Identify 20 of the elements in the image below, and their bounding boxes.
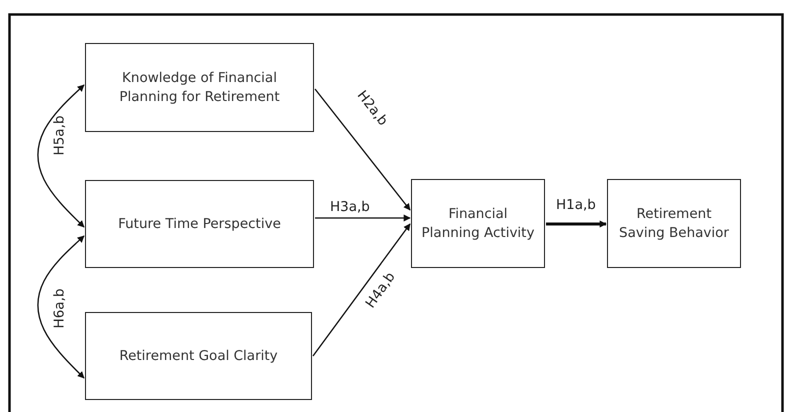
arrow [315,214,411,222]
construct-box [85,180,314,268]
construct-label: Retirement Saving Behavior [618,204,730,242]
construct-box [411,179,545,268]
construct-box [607,179,741,268]
construct-box [85,43,314,132]
construct-label: Retirement Goal Clarity [118,346,279,366]
arrow [546,220,607,228]
edge-label: H6a,b [52,287,68,329]
construct-box [85,312,312,400]
construct-label: Knowledge of Financial Planning for Retirement [118,68,281,106]
edge-label: H3a,b [329,200,371,214]
arrow [312,223,411,356]
arrow [37,84,84,228]
arrow [314,88,411,211]
edge-label: H1a,b [555,198,597,212]
construct-label: Financial Planning Activity [420,204,536,242]
construct-label: Future Time Perspective [117,214,282,234]
edge-label: H5a,b [52,114,68,156]
arrow [37,236,85,378]
